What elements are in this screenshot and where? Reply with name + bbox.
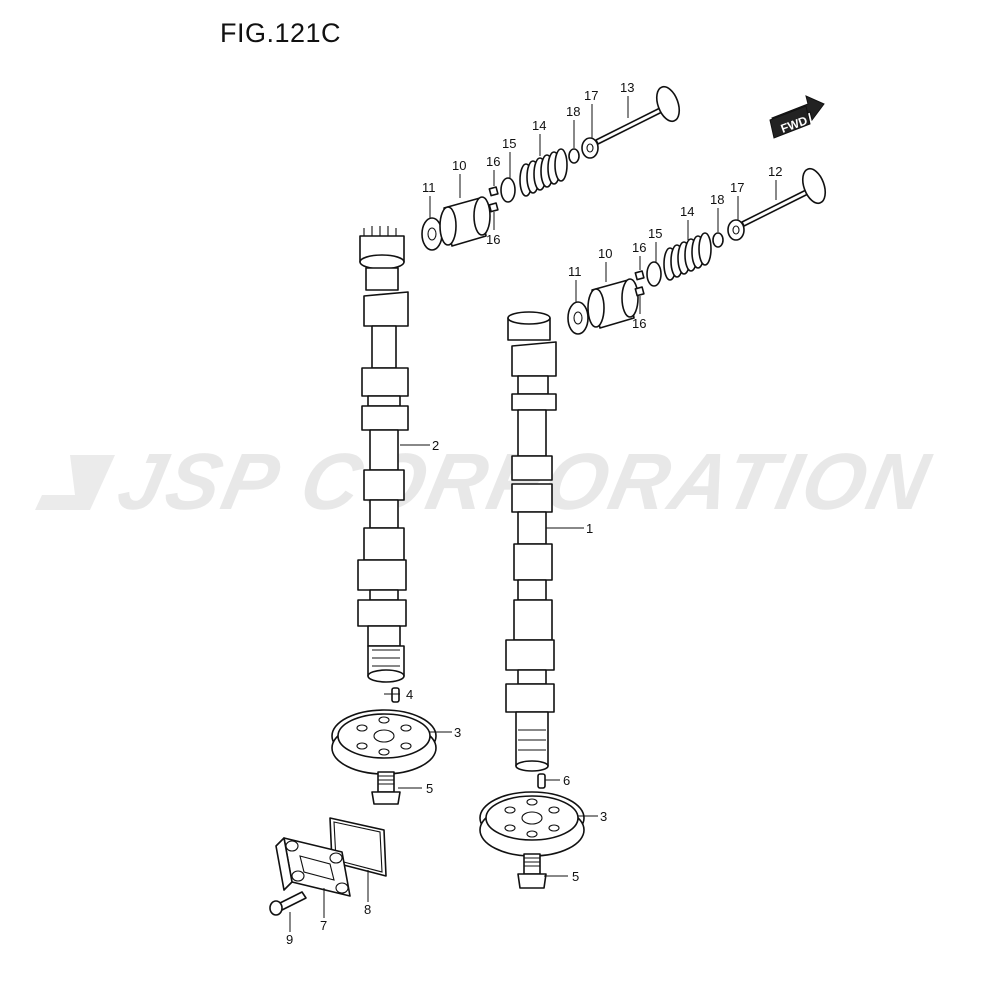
callout-10a: 10 [452,158,466,173]
figure-title: FIG.121C [220,18,342,48]
callout-18b: 18 [710,192,724,207]
camshaft-1 [505,311,557,772]
seat-17b [727,219,745,241]
seat-17a [581,137,599,159]
valve-group-left [421,85,681,251]
callout-15b: 15 [648,226,662,241]
callout-1: 1 [586,521,593,536]
callout-17a: 17 [584,88,598,103]
callout-16a: 16 [486,154,500,169]
callout-16b: 16 [486,232,500,247]
callout-7: 7 [320,918,327,933]
sprocket-3a [331,709,437,775]
callout-16c: 16 [632,240,646,255]
sprocket-3b [479,791,585,857]
bolt-5b [517,853,547,889]
callout-14b: 14 [680,204,694,219]
pin-4 [391,687,400,703]
retainer-15b [646,261,662,287]
callout-3b: 3 [600,809,607,824]
seal-18b [712,232,724,248]
pin-6 [537,773,546,789]
callout-14a: 14 [532,118,546,133]
callout-9: 9 [286,932,293,947]
callout-5a: 5 [426,781,433,796]
shim-11a [421,217,443,251]
callout-17b: 17 [730,180,744,195]
spring-14a [519,148,568,197]
watermark-logo [35,455,115,510]
callout-8: 8 [364,902,371,917]
callout-13: 13 [620,80,634,95]
bolt-9 [269,891,307,916]
callout-10b: 10 [598,246,612,261]
valve-13 [595,85,681,145]
callout-16d: 16 [632,316,646,331]
callout-11b: 11 [568,264,582,279]
retainer-15a [500,177,516,203]
valve-12 [741,167,827,227]
seal-18a [568,148,580,164]
valve-group-right [567,167,827,335]
callout-11a: 11 [422,180,436,195]
cover-7 [275,837,351,897]
callout-4: 4 [406,687,413,702]
callout-12: 12 [768,164,782,179]
callout-18a: 18 [566,104,580,119]
callout-5b: 5 [572,869,579,884]
callout-2: 2 [432,438,439,453]
camshaft-2 [357,226,409,683]
spring-14b [663,232,712,281]
callout-3a: 3 [454,725,461,740]
callout-15a: 15 [502,136,516,151]
fwd-arrow-icon: FWD [769,95,825,139]
shim-11b [567,301,589,335]
bolt-5a [371,771,401,805]
callout-6: 6 [563,773,570,788]
